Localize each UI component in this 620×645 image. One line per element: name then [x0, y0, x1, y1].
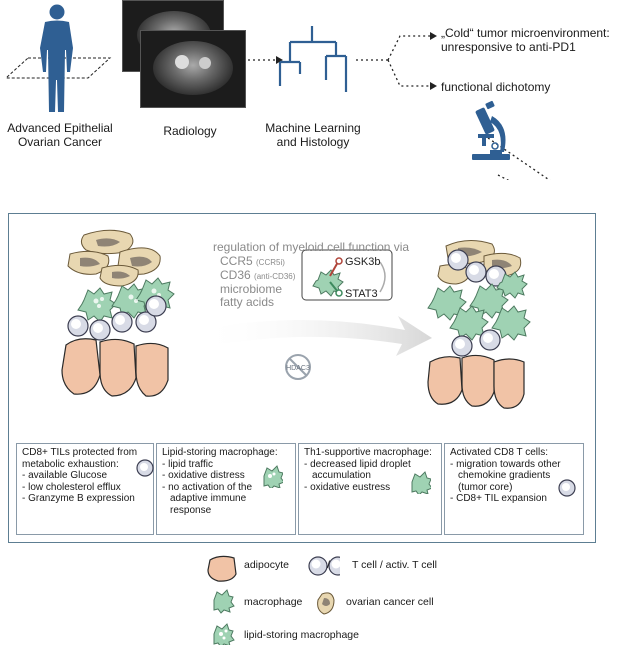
cold-tumor-text: „Cold“ tumor microenvironment: unrespons… — [441, 26, 610, 54]
stat3-label: STAT3 — [345, 288, 378, 300]
mri-image-front — [140, 30, 246, 108]
macrophages-right — [427, 271, 531, 341]
hdac3-label: HDAC3 — [286, 365, 310, 372]
ccr5-note: (CCR5i) — [256, 258, 285, 267]
box-activated-cd8: Activated CD8 T cells: - migration towar… — [444, 443, 584, 535]
legend-adipocyte: adipocyte — [244, 559, 289, 571]
adipocytes-left — [61, 338, 169, 397]
top-connectors — [248, 26, 551, 180]
macrophages-left — [77, 277, 175, 323]
legend-lipid-macrophage: lipid-storing macrophage — [244, 629, 359, 641]
gsk3b-label: GSK3b — [345, 256, 380, 268]
box-active-tcell-icon — [558, 479, 576, 497]
cd36-label: CD36 — [220, 268, 251, 282]
box-macrophage-icon — [411, 471, 431, 494]
dendrogram-icon — [278, 26, 348, 92]
main-frame — [8, 213, 596, 543]
adipocytes-right — [427, 354, 525, 409]
hdac3-inhibition-icon — [285, 354, 311, 380]
legend-macrophage: macrophage — [244, 596, 303, 608]
box-lipid-macrophage: Lipid-storing macrophage: - lipid traffi… — [156, 443, 296, 535]
box-tcell-icon — [136, 459, 154, 477]
legend-tcell: T cell / activ. T cell — [352, 559, 437, 571]
microbiome-label: microbiome — [220, 282, 283, 296]
mechanism-list: CCR5 (CCR5i) CD36 (anti-CD36) microbiome… — [220, 255, 295, 309]
dichotomy-text: functional dichotomy — [441, 80, 551, 94]
transition-arrow — [200, 316, 432, 356]
fatty-acids-label: fatty acids — [220, 295, 275, 309]
human-figure-icon — [4, 4, 112, 112]
microscope-icon — [472, 100, 510, 160]
ml-label: Machine Learning and Histology — [265, 121, 361, 149]
legend-cancer-cell: ovarian cancer cell — [346, 596, 434, 608]
box-cd8-tils: CD8+ TILs protected from metabolic exhau… — [16, 443, 154, 535]
cancer-cells-left — [67, 229, 161, 287]
legend-icons — [207, 555, 340, 645]
dashed-plane — [4, 57, 112, 79]
cd36-note: (anti-CD36) — [254, 272, 296, 281]
main-illustration: HDAC3 — [61, 229, 531, 409]
ccr5-label: CCR5 — [220, 254, 253, 268]
mechanism-title: regulation of myeloid cell function via — [213, 240, 410, 254]
figure-label: Advanced Epithelial Ovarian Cancer — [7, 121, 113, 149]
legend-slash: / — [327, 559, 330, 571]
box-th1-macrophage: Th1-supportive macrophage: - decreased l… — [298, 443, 442, 535]
box-lipid-macrophage-icon — [263, 465, 283, 488]
radiology-label: Radiology — [163, 124, 217, 138]
